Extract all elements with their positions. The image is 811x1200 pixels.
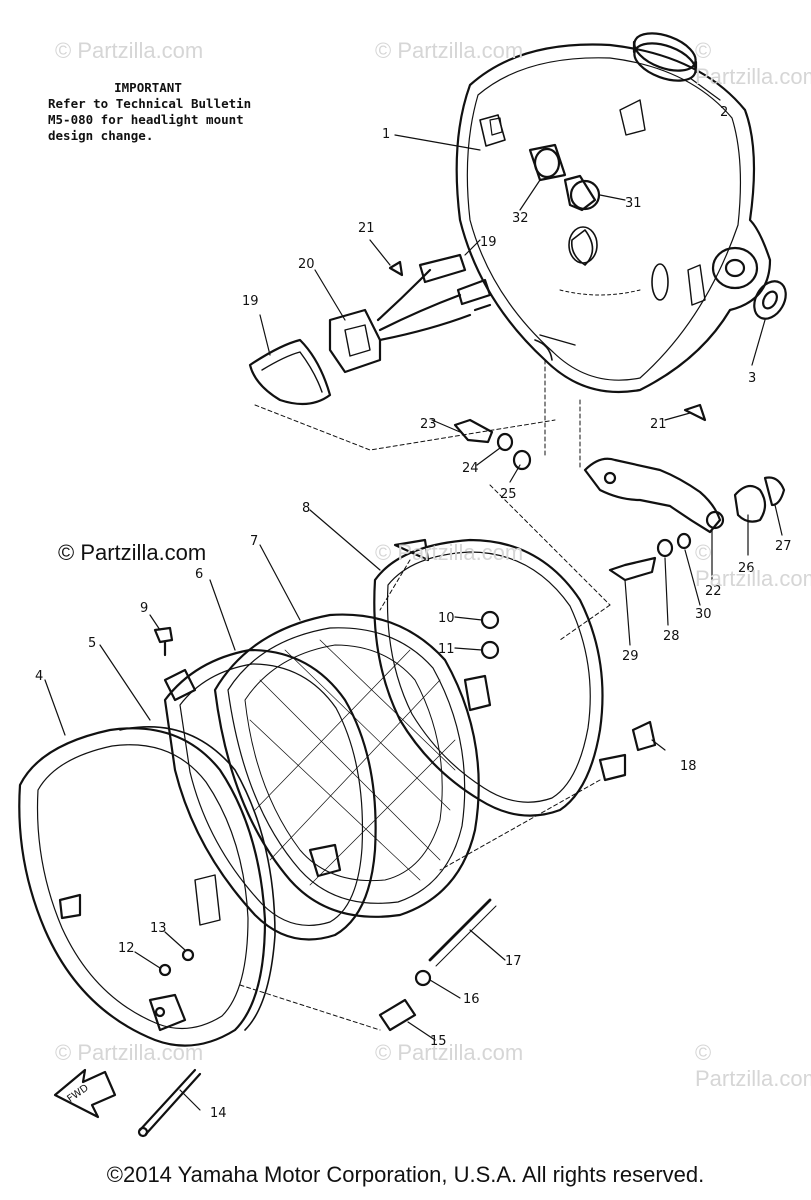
sealed-beam-unit [213,613,480,918]
callout-9: 9 [140,601,148,616]
grommet [753,280,787,320]
callout-29: 29 [622,649,639,664]
callout-22: 22 [705,584,722,599]
callout-1: 1 [382,127,390,142]
callout-21-upper: 21 [358,221,375,236]
callout-17: 17 [505,954,522,969]
callout-26: 26 [738,561,755,576]
callout-30: 30 [695,607,712,622]
callout-8: 8 [302,501,310,516]
watermark: © Partzilla.com [695,1040,811,1091]
callout-19-connector: 19 [480,235,497,250]
callout-10: 10 [438,611,455,626]
watermark: © Partzilla.com [55,1040,204,1065]
mount-bracket [453,418,786,582]
callout-3: 3 [748,371,756,386]
callout-11: 11 [438,642,455,657]
callout-32: 32 [512,211,529,226]
callout-14: 14 [210,1106,227,1121]
note-text: Refer to Technical Bulletin M5-080 for h… [48,96,252,143]
housing-cap [632,32,698,82]
fasteners [137,626,657,1138]
wiring-harness [248,253,707,422]
watermark: © Partzilla.com [695,540,811,591]
mounting-ring [373,538,627,817]
fwd-label: FWD [65,1082,91,1105]
outer-rim [18,726,276,1047]
callout-19: 19 [242,294,259,309]
callout-25: 25 [500,487,517,502]
watermark: © Partzilla.com [375,540,524,565]
assembly-guides [239,359,611,1031]
callout-13: 13 [150,921,167,936]
callout-5: 5 [88,636,96,651]
callout-15: 15 [430,1034,447,1049]
callout-7: 7 [250,534,258,549]
inner-rim [163,648,377,941]
note-title: IMPORTANT [114,80,182,95]
callout-21-lower: 21 [650,417,667,432]
watermark: © Partzilla.com [55,38,204,63]
callout-23: 23 [420,417,437,432]
callout-2: 2 [720,105,728,120]
watermark: © Partzilla.com [375,38,524,63]
callout-leaders [44,77,783,1111]
callout-20: 20 [298,257,315,272]
callout-6: 6 [195,567,203,582]
callout-16: 16 [463,992,480,1007]
watermark: © Partzilla.com [695,38,811,89]
callout-18: 18 [680,759,697,774]
copyright-notice: ©2014 Yamaha Motor Corporation, U.S.A. A… [106,1162,705,1187]
fwd-arrow [53,1068,117,1119]
callout-28: 28 [663,629,680,644]
socket-assembly [528,143,601,212]
watermark: © Partzilla.com [375,1040,524,1065]
watermark-emphasized: © Partzilla.com [58,540,207,565]
important-note: IMPORTANT Refer to Technical Bulletin M5… [48,80,308,144]
callout-27: 27 [775,539,792,554]
part-callouts: 1 2 3 4 5 6 7 8 9 10 11 12 13 14 15 16 1… [35,105,792,1121]
callout-12: 12 [118,941,135,956]
callout-31: 31 [625,196,642,211]
headlight-housing [455,43,772,394]
callout-4: 4 [35,669,43,684]
callout-24: 24 [462,461,479,476]
